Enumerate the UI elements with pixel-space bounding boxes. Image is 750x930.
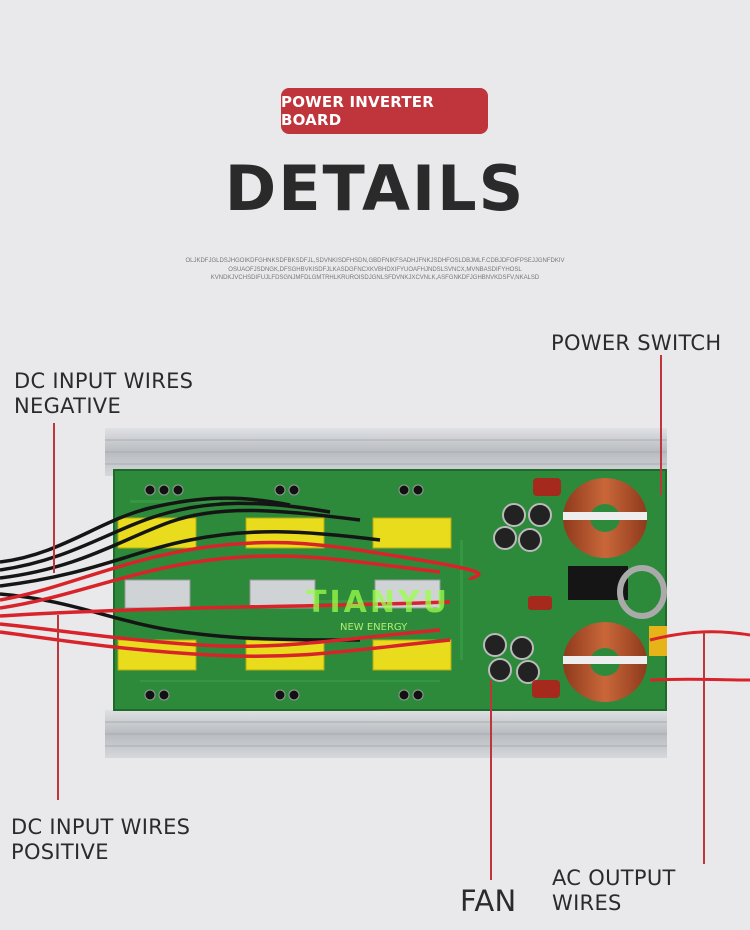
callout-line-ac-output bbox=[703, 632, 705, 864]
title-badge: POWER INVERTER BOARD bbox=[281, 88, 488, 134]
callout-dc-input-negative: DC INPUT WIRES NEGATIVE bbox=[14, 369, 193, 419]
callout-dc-negative-line1: DC INPUT WIRES bbox=[14, 369, 194, 393]
callout-ac-output: AC OUTPUT WIRES bbox=[552, 866, 676, 915]
brand-logo: TIANYU bbox=[306, 585, 450, 620]
callout-dc-positive-line1: DC INPUT WIRES bbox=[11, 815, 191, 839]
callout-fan: FAN bbox=[460, 884, 517, 918]
brand-tagline: NEW ENERGY bbox=[340, 622, 408, 633]
description-line: OLJKDFJGLDSJHGOIKDFGHNKSDFBKSDFJL,SDVNKI… bbox=[185, 258, 565, 264]
description-line: OSUAOFJSDNGK,DFSGHBVKISDFJLKASDGFNCXKVBH… bbox=[228, 266, 522, 273]
callout-dc-positive-line2: POSITIVE bbox=[11, 840, 109, 864]
description-line: KVNDKJVCHSDIFUJLFDSGNJMFDLGMTRHLKRUROISD… bbox=[210, 275, 540, 281]
inverter-board-image: TIANYU NEW ENERGY bbox=[0, 428, 750, 758]
callout-line-power-switch bbox=[660, 355, 662, 495]
callout-line-fan bbox=[490, 680, 492, 880]
callout-dc-input-positive: DC INPUT WIRES POSITIVE bbox=[11, 815, 190, 865]
page-title: DETAILS bbox=[224, 152, 526, 225]
heatsink bbox=[105, 428, 667, 758]
callout-line-dc-positive bbox=[57, 615, 59, 800]
inductor bbox=[563, 478, 647, 702]
callout-power-switch: POWER SWITCH bbox=[551, 331, 722, 355]
badge-label: POWER INVERTER BOARD bbox=[281, 93, 435, 129]
callout-line-dc-negative bbox=[53, 423, 55, 573]
callout-dc-negative-line2: NEGATIVE bbox=[14, 394, 122, 418]
description-text: OLJKDFJGLDSJHGOIKDFGHNKSDFBKSDFJL,SDVNKI… bbox=[150, 257, 600, 283]
